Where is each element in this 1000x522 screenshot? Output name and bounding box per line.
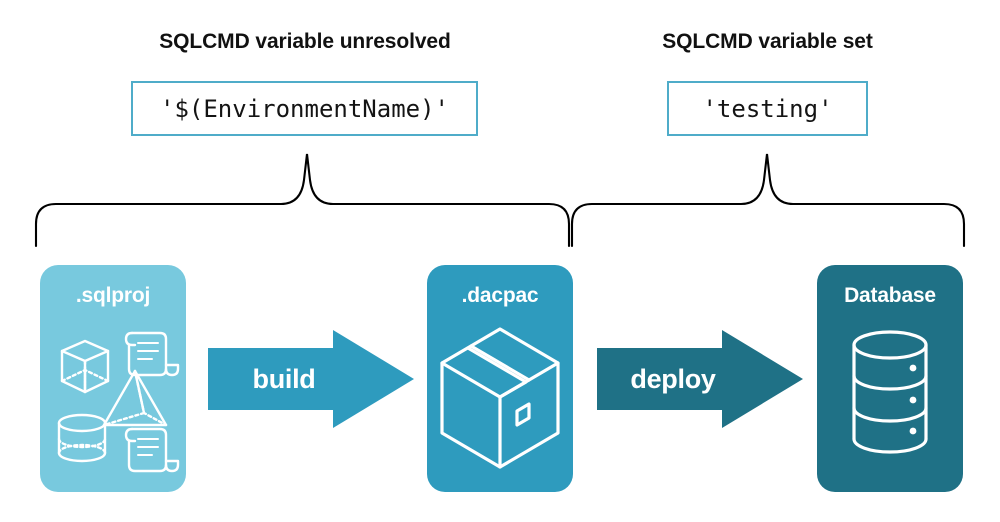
- brace-deploy-group: [570, 153, 966, 248]
- code-value-box-set: 'testing': [667, 81, 868, 136]
- node-dacpac: .dacpac: [427, 265, 573, 492]
- arrow-build: build: [208, 328, 414, 430]
- package-box-icon: [427, 313, 573, 485]
- arrow-build-shape: [208, 330, 414, 428]
- arrow-deploy: deploy: [597, 328, 803, 430]
- group-heading-build: SQLCMD variable unresolved: [159, 30, 451, 53]
- database-cylinder-icon: [817, 313, 963, 485]
- arrow-deploy-shape: [597, 330, 803, 428]
- script-scroll-icon-top: [124, 331, 180, 377]
- node-label-dacpac: .dacpac: [461, 284, 539, 307]
- pyramid-icon: [102, 369, 168, 427]
- code-value-box-unresolved: '$(EnvironmentName)': [131, 81, 478, 136]
- code-value-text-set: 'testing': [702, 94, 833, 123]
- brace-build-group: [34, 153, 571, 248]
- script-scroll-icon-bottom: [124, 427, 180, 473]
- node-database: Database: [817, 265, 963, 492]
- code-value-text-unresolved: '$(EnvironmentName)': [160, 94, 449, 123]
- node-sqlproj: .sqlproj: [40, 265, 186, 492]
- group-heading-deploy: SQLCMD variable set: [662, 30, 873, 53]
- cylinder-icon: [57, 413, 107, 463]
- node-label-sqlproj: .sqlproj: [75, 284, 151, 307]
- node-label-database: Database: [844, 284, 936, 307]
- cube-icon: [60, 339, 110, 394]
- project-shapes-icon: [40, 313, 186, 485]
